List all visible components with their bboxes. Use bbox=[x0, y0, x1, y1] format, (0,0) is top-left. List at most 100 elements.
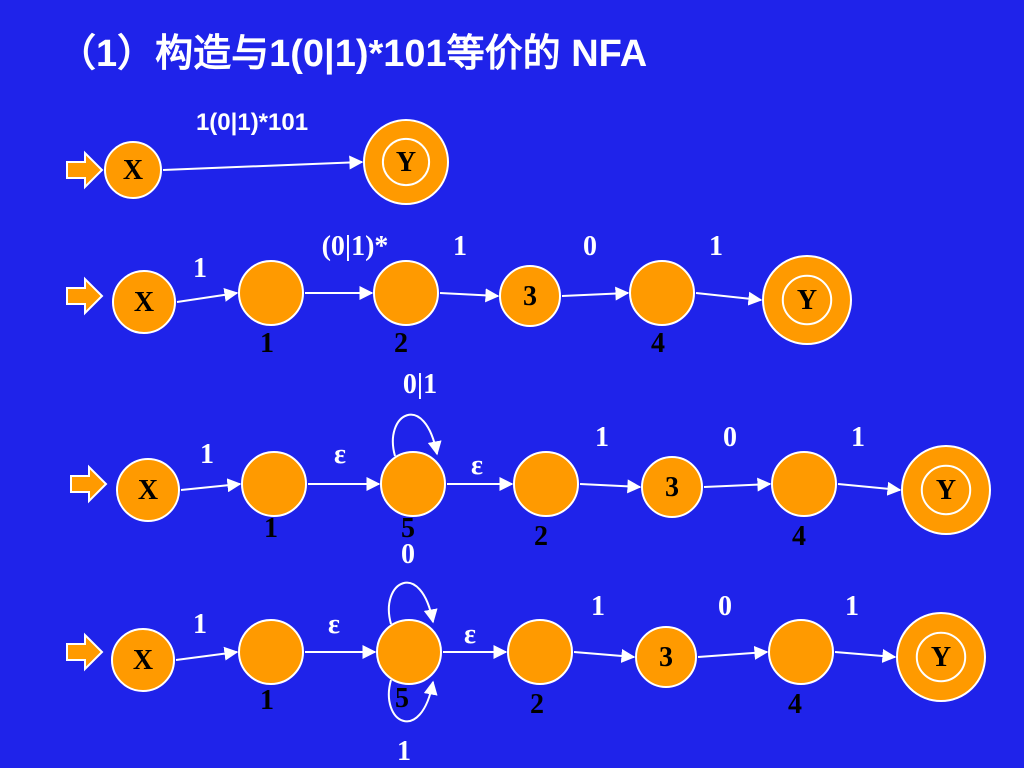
final-state-ring bbox=[920, 464, 972, 516]
self-loop-edge bbox=[387, 679, 438, 723]
self-loop-edge bbox=[387, 581, 438, 625]
state-circle bbox=[771, 451, 837, 517]
state-number: 2 bbox=[530, 689, 544, 720]
transition-edge bbox=[579, 479, 642, 494]
state-X: X bbox=[104, 141, 162, 199]
transition-edge bbox=[695, 291, 763, 306]
state-circle bbox=[380, 451, 446, 517]
state-1: 1 bbox=[238, 260, 304, 359]
state-circle bbox=[376, 619, 442, 685]
state-3: 3 bbox=[641, 456, 703, 518]
state-Y: Y bbox=[363, 119, 449, 205]
state-4: 4 bbox=[768, 619, 834, 720]
state-1: 1 bbox=[241, 451, 307, 544]
state-Y: Y bbox=[901, 445, 991, 535]
transition-edge bbox=[837, 481, 902, 496]
state-4: 4 bbox=[771, 451, 837, 552]
state-number: 2 bbox=[394, 328, 408, 359]
state-label: Y bbox=[396, 147, 416, 178]
transition-edge bbox=[176, 287, 239, 303]
edge-label: 1 bbox=[709, 231, 723, 262]
start-arrow bbox=[66, 632, 104, 672]
edge-label: 1 bbox=[595, 422, 609, 453]
edge-label: 0 bbox=[401, 539, 415, 570]
final-state-ring bbox=[915, 631, 967, 683]
state-1: 1 bbox=[238, 619, 304, 716]
transition-edge bbox=[697, 645, 769, 660]
final-state-ring bbox=[381, 137, 431, 187]
edge-label: 1 bbox=[453, 231, 467, 262]
transition-edge bbox=[834, 648, 897, 663]
edge-label: 0|1 bbox=[403, 369, 437, 400]
state-number: 4 bbox=[792, 521, 806, 552]
state-circle bbox=[507, 619, 573, 685]
state-label: X bbox=[133, 645, 153, 676]
edge-label: 1 bbox=[845, 591, 859, 622]
state-circle bbox=[111, 628, 175, 692]
state-number: 1 bbox=[260, 685, 274, 716]
state-number: 2 bbox=[534, 521, 548, 552]
state-number: 1 bbox=[264, 513, 278, 544]
state-X: X bbox=[116, 458, 180, 522]
transition-edge bbox=[561, 286, 630, 301]
state-3: 3 bbox=[499, 265, 561, 327]
state-5: 5 bbox=[376, 619, 442, 714]
state-number: 4 bbox=[788, 689, 802, 720]
edge-label: ε bbox=[334, 439, 346, 470]
state-circle bbox=[112, 270, 176, 334]
edge-label: 1 bbox=[851, 422, 865, 453]
transition-edge bbox=[703, 477, 772, 492]
transition-edge bbox=[439, 288, 500, 303]
edge-label: ε bbox=[464, 619, 476, 650]
edge-label: 1(0|1)*101 bbox=[196, 109, 308, 136]
slide-title: （1）构造与1(0|1)*101等价的 NFA bbox=[58, 33, 648, 75]
state-5: 5 bbox=[380, 451, 446, 544]
state-Y: Y bbox=[896, 612, 986, 702]
state-circle bbox=[104, 141, 162, 199]
state-circle bbox=[629, 260, 695, 326]
state-circle bbox=[641, 456, 703, 518]
state-label: Y bbox=[931, 642, 951, 673]
state-3: 3 bbox=[635, 626, 697, 688]
state-label: 3 bbox=[523, 281, 537, 312]
transition-edge bbox=[175, 646, 239, 661]
start-arrow bbox=[66, 276, 104, 316]
state-X: X bbox=[112, 270, 176, 334]
edge-label: (0|1)* bbox=[322, 231, 389, 262]
state-circle bbox=[241, 451, 307, 517]
start-arrow bbox=[70, 464, 108, 504]
state-X: X bbox=[111, 628, 175, 692]
state-2: 2 bbox=[507, 619, 573, 720]
edge-label: ε bbox=[328, 609, 340, 640]
edge-label: 0 bbox=[718, 591, 732, 622]
transition-edge bbox=[162, 155, 364, 171]
edge-label: 1 bbox=[193, 253, 207, 284]
state-label: Y bbox=[797, 285, 817, 316]
edge-label: 1 bbox=[397, 736, 411, 767]
final-state-ring bbox=[781, 274, 833, 326]
state-label: 3 bbox=[659, 642, 673, 673]
state-label: X bbox=[123, 155, 143, 186]
edge-label: 1 bbox=[591, 591, 605, 622]
state-label: X bbox=[138, 475, 158, 506]
state-number: 4 bbox=[651, 328, 665, 359]
edge-label: 1 bbox=[200, 439, 214, 470]
edge-label: 1 bbox=[193, 609, 207, 640]
state-label: X bbox=[134, 287, 154, 318]
state-2: 2 bbox=[513, 451, 579, 552]
state-circle bbox=[768, 619, 834, 685]
start-arrow bbox=[66, 150, 104, 190]
state-circle bbox=[238, 260, 304, 326]
transition-edge bbox=[573, 648, 636, 663]
state-circle bbox=[635, 626, 697, 688]
state-2: 2 bbox=[373, 260, 439, 359]
state-circle bbox=[499, 265, 561, 327]
state-circle bbox=[373, 260, 439, 326]
edge-label: ε bbox=[471, 450, 483, 481]
state-Y: Y bbox=[762, 255, 852, 345]
